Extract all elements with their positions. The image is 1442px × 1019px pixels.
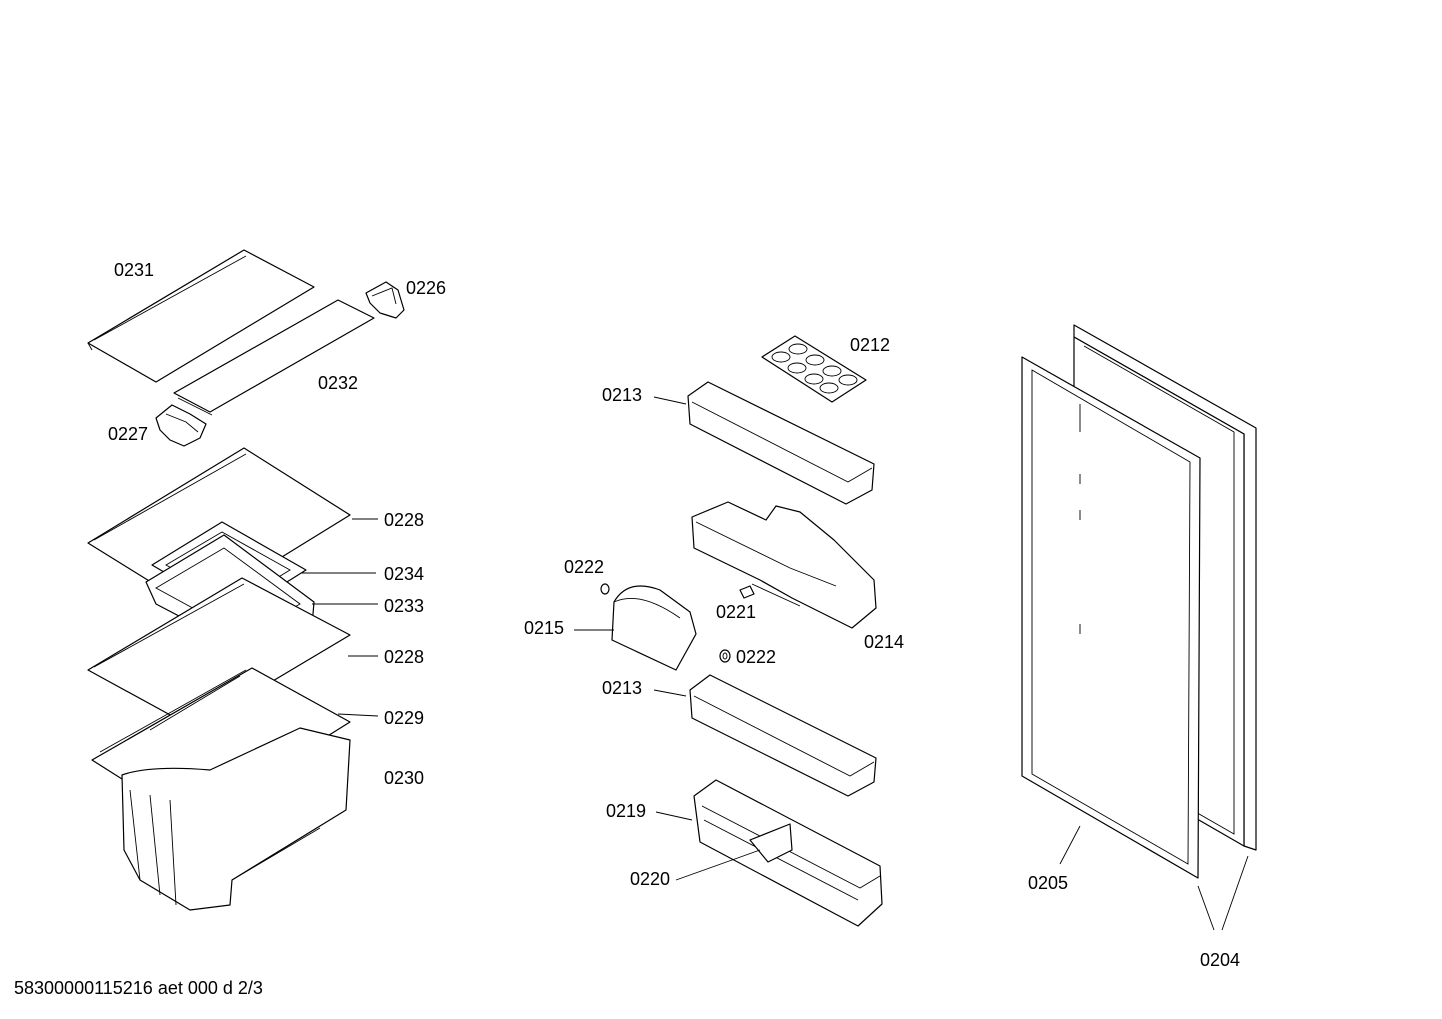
part-0221-clip[interactable] <box>739 585 755 599</box>
label-0204: 0204 <box>1200 950 1240 970</box>
part-0227-bracket[interactable] <box>155 404 207 447</box>
part-0232-shelf-strip[interactable] <box>173 299 375 416</box>
part-0230-crisper-box[interactable] <box>121 727 351 911</box>
label-0228-lower: 0228 <box>384 647 424 667</box>
part-0205-door-gasket[interactable] <box>1021 356 1201 879</box>
label-0221: 0221 <box>716 602 756 622</box>
label-0222-lower: 0222 <box>736 647 776 667</box>
part-0212-egg-tray[interactable] <box>761 335 867 403</box>
label-0205: 0205 <box>1028 873 1068 893</box>
label-0220: 0220 <box>630 869 670 889</box>
label-0230: 0230 <box>384 768 424 788</box>
part-0219-bottle-bin[interactable] <box>693 779 883 927</box>
label-0234: 0234 <box>384 564 424 584</box>
label-0214: 0214 <box>864 632 904 652</box>
label-0233: 0233 <box>384 596 424 616</box>
label-0229: 0229 <box>384 708 424 728</box>
part-0226-bracket[interactable] <box>365 281 405 319</box>
label-0212: 0212 <box>850 335 890 355</box>
label-0226: 0226 <box>406 278 446 298</box>
part-0220-bottle-retainer[interactable] <box>749 823 793 863</box>
part-0215-flap-cover[interactable] <box>611 585 697 671</box>
label-0231: 0231 <box>114 260 154 280</box>
label-0215: 0215 <box>524 618 564 638</box>
part-0231-glass-shelf[interactable] <box>87 249 315 383</box>
leader-lines <box>302 396 1249 931</box>
label-0228-upper: 0228 <box>384 510 424 530</box>
label-0219: 0219 <box>606 801 646 821</box>
label-0213-upper: 0213 <box>602 385 642 405</box>
part-0228-glass-shelf-lower[interactable] <box>87 577 351 729</box>
part-0213-door-bin-upper[interactable] <box>687 381 875 505</box>
label-0213-lower: 0213 <box>602 678 642 698</box>
part-0222-washer-upper[interactable] <box>600 583 610 595</box>
part-0222-washer-lower[interactable] <box>719 649 731 663</box>
label-0222-upper: 0222 <box>564 557 604 577</box>
part-0214-door-bin-divider[interactable] <box>691 501 877 629</box>
part-0213-door-bin-lower[interactable] <box>689 674 877 797</box>
label-0227: 0227 <box>108 424 148 444</box>
label-0232: 0232 <box>318 373 358 393</box>
document-code: 58300000115216 aet 000 d 2/3 <box>14 978 263 998</box>
